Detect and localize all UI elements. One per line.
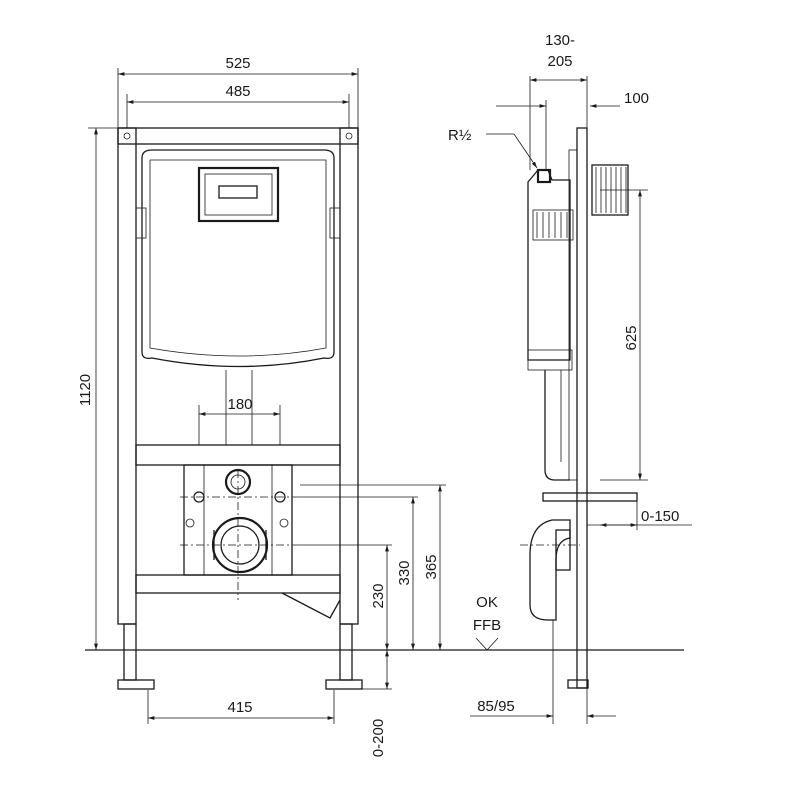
dim-adjust-range: 0-150 — [641, 508, 679, 525]
cistern-body — [141, 149, 335, 368]
supply-valve — [536, 168, 552, 184]
floor-symbol — [475, 637, 499, 651]
bowl-bracket — [542, 492, 638, 502]
dim-offset: 100 — [624, 90, 649, 107]
side-foot — [567, 679, 589, 689]
dim-drain-spacing: 180 — [227, 396, 252, 413]
dim-foot-adjust: 0-200 — [370, 719, 387, 757]
top-rail — [117, 127, 359, 145]
dim-depth-bottom: 205 — [547, 53, 572, 70]
brace — [281, 592, 341, 619]
cistern-side — [527, 169, 571, 361]
dim-axis-330: 330 — [396, 560, 413, 585]
dim-width-outer: 525 — [225, 55, 250, 72]
dim-height-total: 1120 — [77, 374, 94, 406]
front-dimensions: 525 485 1120 180 415 365 330 230 — [77, 55, 446, 757]
dim-width-inner: 485 — [225, 83, 250, 100]
flush-pipe — [544, 370, 570, 481]
drain-bend — [529, 519, 571, 621]
left-foot — [117, 679, 155, 690]
dim-leg-spacing: 415 — [227, 699, 252, 716]
dim-axis-230: 230 — [370, 583, 387, 608]
left-post — [117, 127, 137, 625]
bracket-right — [329, 207, 341, 239]
mid-rail — [135, 444, 341, 466]
flush-plate-inner — [204, 173, 273, 216]
left-leg — [123, 623, 137, 681]
right-leg — [339, 623, 353, 681]
flush-pipe-thread — [532, 209, 574, 241]
dim-base-depth: 85/95 — [477, 698, 515, 715]
side-dimensions: 130- 205 100 R½ 625 0-150 OK FFB 85/95 — [448, 32, 692, 724]
mounting-hole — [345, 132, 353, 140]
bracket-left — [135, 207, 147, 239]
mounting-hole — [123, 132, 131, 140]
right-post — [339, 127, 359, 625]
label-floor-top: OK — [476, 594, 498, 611]
side-post — [576, 127, 588, 689]
dim-height-625: 625 — [623, 325, 640, 350]
dim-axis-365: 365 — [423, 554, 440, 579]
cistern-inner — [149, 159, 327, 357]
right-foot — [325, 679, 363, 690]
flush-button — [218, 185, 258, 199]
flush-plate-opening — [197, 166, 280, 223]
dim-depth-top: 130- — [545, 32, 575, 49]
label-supply-thread: R½ — [448, 127, 472, 144]
side-view — [520, 127, 638, 689]
fixing-stud — [274, 491, 286, 503]
label-floor-bottom: FFB — [473, 617, 501, 634]
